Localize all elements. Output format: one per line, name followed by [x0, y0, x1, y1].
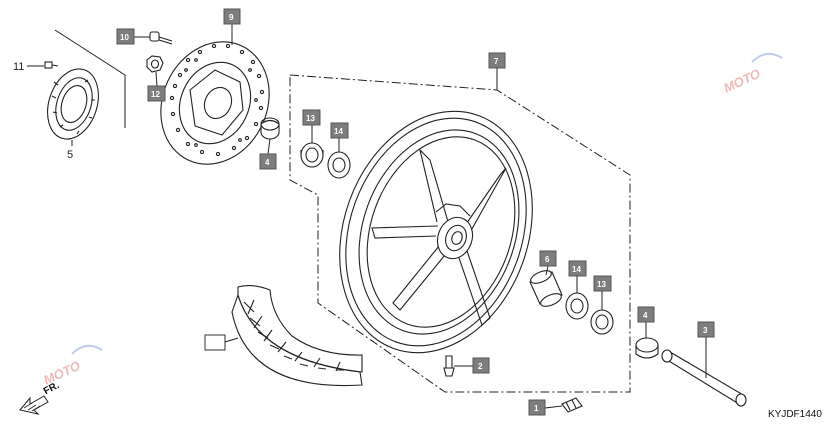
svg-text:2: 2	[478, 362, 483, 371]
tire-segment	[231, 284, 363, 387]
callout-2: 2	[472, 357, 490, 374]
svg-text:14: 14	[334, 127, 343, 136]
callout-4-right: 4	[637, 306, 655, 323]
svg-text:13: 13	[597, 280, 606, 289]
svg-text:4: 4	[265, 158, 270, 167]
pulser-ring-group-line	[54, 29, 126, 128]
tire-valve	[443, 355, 455, 377]
balance-weight	[561, 397, 583, 413]
callout-10: 10	[116, 28, 135, 45]
svg-text:3: 3	[703, 326, 708, 335]
spacer-right	[635, 337, 659, 359]
svg-text:13: 13	[306, 114, 315, 123]
pulser-bolt	[44, 61, 59, 69]
front-axle	[661, 349, 747, 407]
wheel	[339, 110, 533, 354]
callout-4-left: 4	[259, 153, 277, 170]
leader-lines	[134, 24, 707, 409]
spacer-left	[260, 117, 280, 140]
svg-text:9: 9	[229, 13, 234, 22]
svg-text:12: 12	[151, 90, 160, 99]
bearing-left-14	[327, 151, 351, 179]
forward-direction-arrow: FR.	[19, 380, 61, 415]
svg-text:14: 14	[572, 265, 581, 274]
watermark-bottom-left: MOTO	[41, 344, 103, 388]
watermark-top-right: MOTO	[721, 52, 783, 96]
svg-text:MOTO: MOTO	[721, 66, 762, 96]
callout-12: 12	[147, 85, 166, 102]
label-11: 11	[13, 61, 24, 73]
svg-text:7: 7	[494, 57, 499, 66]
bearing-right-14	[565, 292, 589, 320]
callout-9: 9	[223, 8, 241, 25]
disc-bolt	[149, 31, 173, 45]
svg-text:10: 10	[120, 33, 129, 42]
wheel-group-outline	[289, 74, 631, 393]
callout-6: 6	[539, 250, 557, 267]
svg-text:MOTO: MOTO	[41, 358, 82, 388]
callout-3: 3	[697, 321, 715, 338]
bearing-left-13	[300, 142, 324, 168]
callout-13-right: 13	[593, 275, 612, 292]
blank-callout-box	[204, 334, 226, 351]
callout-7: 7	[488, 52, 506, 69]
callout-13-left: 13	[302, 109, 321, 126]
callout-1: 1	[528, 399, 546, 416]
callout-14-right: 14	[568, 260, 587, 277]
diagram-code: KYJDF1440	[768, 409, 822, 420]
svg-text:6: 6	[545, 255, 550, 264]
disc-nut	[146, 55, 164, 73]
callout-14-left: 14	[330, 122, 349, 139]
bearing-right-13	[590, 309, 614, 335]
label-5: 5	[67, 149, 73, 161]
svg-text:4: 4	[643, 311, 648, 320]
svg-text:1: 1	[534, 404, 539, 413]
pulser-ring	[47, 68, 99, 140]
